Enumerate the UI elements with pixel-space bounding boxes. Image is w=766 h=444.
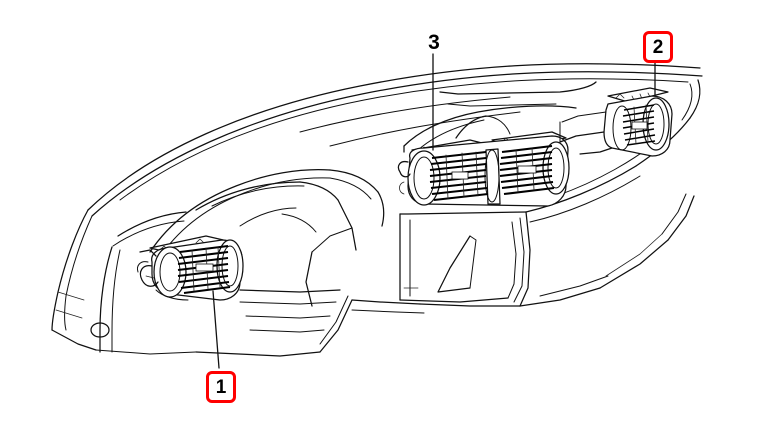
callout-marker-1[interactable]: 1 — [206, 371, 236, 403]
right-air-vent — [559, 87, 673, 157]
center-air-vent — [397, 131, 570, 207]
leader-line-1 — [212, 290, 220, 369]
dash-upper-cowl — [87, 63, 703, 217]
dash-passenger-side — [519, 79, 701, 307]
defroster-duct — [403, 81, 597, 153]
callout-label-1: 1 — [215, 376, 227, 398]
left-air-vent — [137, 235, 244, 301]
callout-label-2: 2 — [652, 36, 664, 58]
dash-fascia-lower — [195, 289, 521, 357]
center-console-opening — [399, 211, 531, 307]
instrument-cluster-hood — [149, 169, 385, 307]
dash-left-end — [51, 209, 197, 355]
callout-marker-3[interactable]: 3 — [424, 30, 444, 54]
leader-lines — [212, 53, 656, 369]
callout-marker-2[interactable]: 2 — [643, 31, 673, 63]
callout-label-3: 3 — [428, 30, 440, 54]
